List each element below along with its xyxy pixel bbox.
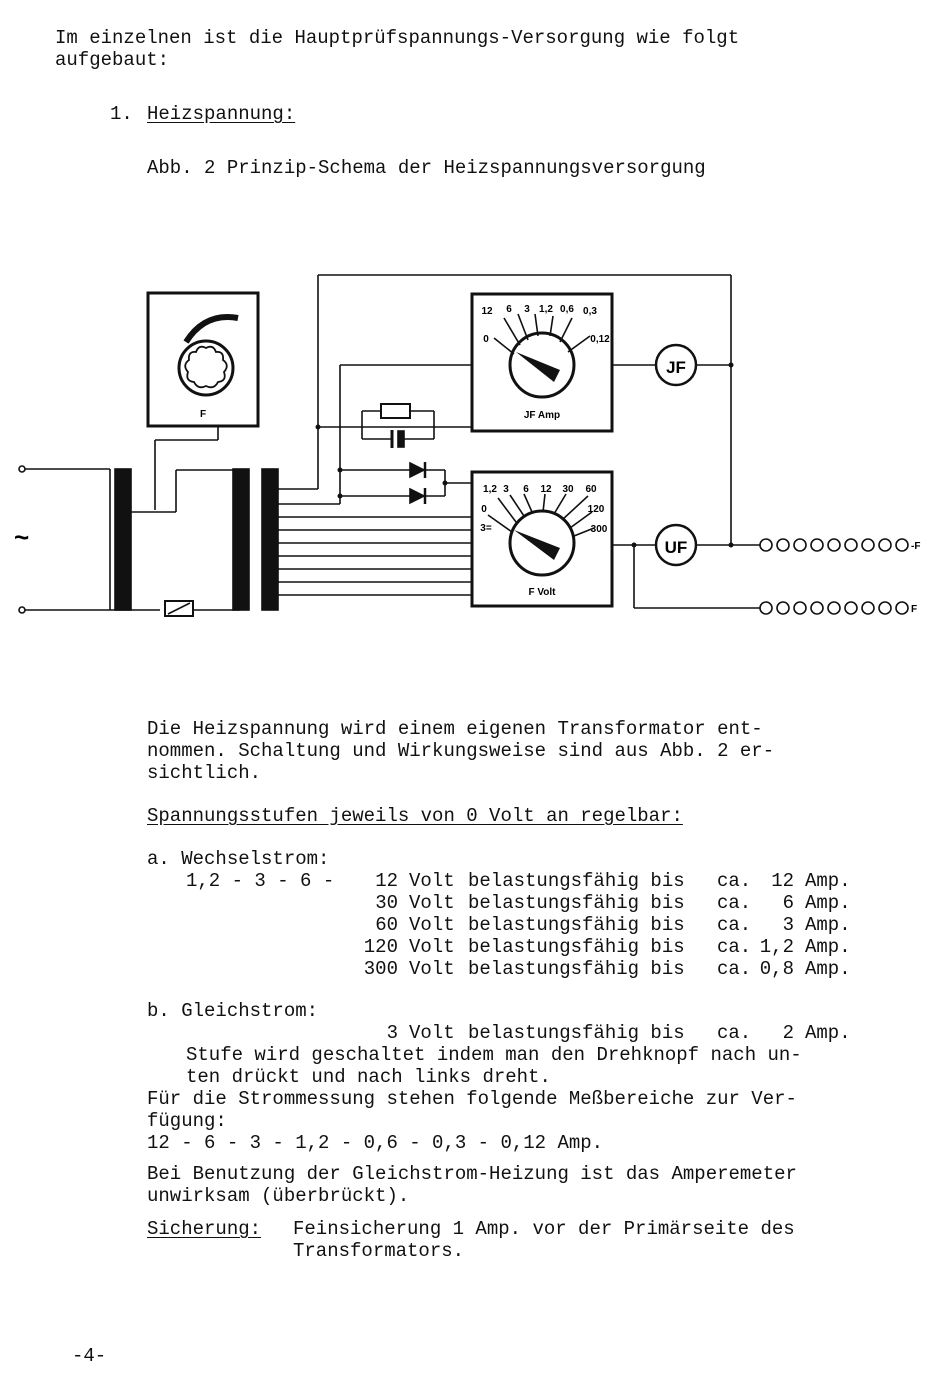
volt-selector-label: F Volt	[528, 587, 556, 598]
amp-selector-panel	[470, 292, 614, 433]
ac-label: a. Wechselstrom:	[147, 848, 330, 870]
fuse-text-1: Feinsicherung 1 Amp. vor der Primärseite…	[293, 1218, 795, 1240]
dc-note-heating-2: unwirksam (überbrückt).	[147, 1185, 410, 1207]
dc-note-heating-1: Bei Benutzung der Gleichstrom-Heizung is…	[147, 1163, 797, 1185]
table-row: 3 Volt belastungsfähig bis ca. 2 Amp.	[386, 1022, 851, 1044]
input-terminal-bottom	[18, 606, 26, 614]
para1-line-2: nommen. Schaltung und Wirkungsweise sind…	[147, 740, 775, 762]
table-row: 1,2 - 3 - 6 - 12 Volt belastungsfähig bi…	[186, 870, 851, 892]
volt-selector-pointer	[514, 530, 560, 560]
section-number: 1.	[110, 103, 133, 125]
ac-symbol: ~	[14, 522, 29, 552]
output-minus-label: -F	[911, 541, 920, 552]
autotrans-core	[114, 468, 132, 611]
volt-selector-ticks	[487, 493, 595, 537]
output-plus-label: F	[911, 604, 917, 615]
resistor	[380, 403, 411, 419]
diode-2	[409, 487, 426, 505]
knob-star	[184, 345, 228, 389]
table-row: 30 Volt belastungsfähig bis ca. 6 Amp.	[375, 892, 851, 914]
volt-tick-1-2: 1,2	[483, 484, 497, 495]
capacitor-plate-2	[397, 430, 405, 448]
measurement-ranges: 12 - 6 - 3 - 1,2 - 0,6 - 0,3 - 0,12 Amp.	[147, 1132, 604, 1154]
transformer-secondary	[261, 468, 279, 611]
knob-outer	[177, 339, 235, 397]
amp-tick-0-12: 0,12	[590, 334, 610, 345]
output-minus-terminals	[759, 538, 909, 552]
table-row: 300 Volt belastungsfähig bis ca. 0,8 Amp…	[363, 958, 851, 980]
ac-table: 1,2 - 3 - 6 - 12 Volt belastungsfähig bi…	[186, 870, 854, 980]
page-number: -4-	[72, 1345, 107, 1367]
figure-caption: Abb. 2 Prinzip-Schema der Heizspannungsv…	[147, 157, 706, 179]
measurement-line-1: Für die Strommessung stehen folgende Meß…	[147, 1088, 797, 1110]
volt-tick-3-dc: 3=	[480, 523, 492, 534]
amp-selector-knob	[508, 331, 576, 399]
amp-tick-6: 6	[506, 304, 512, 315]
amp-selector-pointer	[516, 352, 560, 382]
input-terminal-top	[18, 465, 26, 473]
volt-tick-3: 3	[503, 484, 509, 495]
volt-selector-knob	[508, 509, 576, 577]
fuse-text-2: Transformators.	[293, 1240, 465, 1262]
amp-tick-0-3: 0,3	[583, 306, 597, 317]
fuse-label: Sicherung:	[147, 1218, 262, 1240]
table-row: 120 Volt belastungsfähig bis ca. 1,2 Amp…	[363, 936, 851, 958]
volt-tick-300: 300	[591, 524, 608, 535]
intro-line-1: Im einzelnen ist die Hauptprüfspannungs-…	[55, 27, 740, 49]
volt-tick-6: 6	[523, 484, 529, 495]
intro-line-2: aufgebaut:	[55, 49, 170, 71]
transformer-taps	[278, 488, 472, 596]
knob-arc	[183, 314, 239, 344]
circuit-diagram: F ~ 12 6 3 1,2 0,6 0,3 0,12 0 JF Amp 1,2…	[14, 274, 920, 617]
volt-tick-60: 60	[585, 484, 597, 495]
volt-selector-panel	[470, 470, 614, 608]
volt-tick-0: 0	[481, 504, 487, 515]
amp-tick-0: 0	[483, 334, 489, 345]
knob-label: F	[200, 409, 206, 420]
amp-tick-12: 12	[481, 306, 493, 317]
table-row: 60 Volt belastungsfähig bis ca. 3 Amp.	[375, 914, 851, 936]
para1-line-3: sichtlich.	[147, 762, 262, 784]
transformer-primary	[232, 468, 250, 611]
measurement-line-2: fügung:	[147, 1110, 227, 1132]
volt-tick-120: 120	[588, 504, 605, 515]
ammeter-symbol: JF	[666, 358, 686, 377]
knob-panel	[146, 291, 260, 428]
dc-label: b. Gleichstrom:	[147, 1000, 319, 1022]
output-plus-terminals	[759, 601, 909, 615]
amp-tick-1-2: 1,2	[539, 304, 553, 315]
volt-tick-12: 12	[540, 484, 552, 495]
amp-tick-3: 3	[524, 304, 530, 315]
fuse-symbol	[164, 600, 194, 617]
amp-selector-ticks	[493, 313, 591, 355]
para1-line-1: Die Heizspannung wird einem eigenen Tran…	[147, 718, 763, 740]
dc-note-line-2: ten drückt und nach links dreht.	[186, 1066, 551, 1088]
amp-selector-label: JF Amp	[524, 410, 560, 421]
voltmeter-symbol: UF	[665, 538, 688, 557]
volt-tick-30: 30	[562, 484, 574, 495]
amp-tick-0-6: 0,6	[560, 304, 574, 315]
fuse-slash	[167, 602, 191, 615]
diode-1	[409, 461, 426, 479]
dc-table: 3 Volt belastungsfähig bis ca. 2 Amp.	[186, 1022, 854, 1044]
section-title: Heizspannung:	[147, 103, 296, 125]
steps-heading: Spannungsstufen jeweils von 0 Volt an re…	[147, 805, 683, 827]
dc-note-line-1: Stufe wird geschaltet indem man den Dreh…	[186, 1044, 802, 1066]
